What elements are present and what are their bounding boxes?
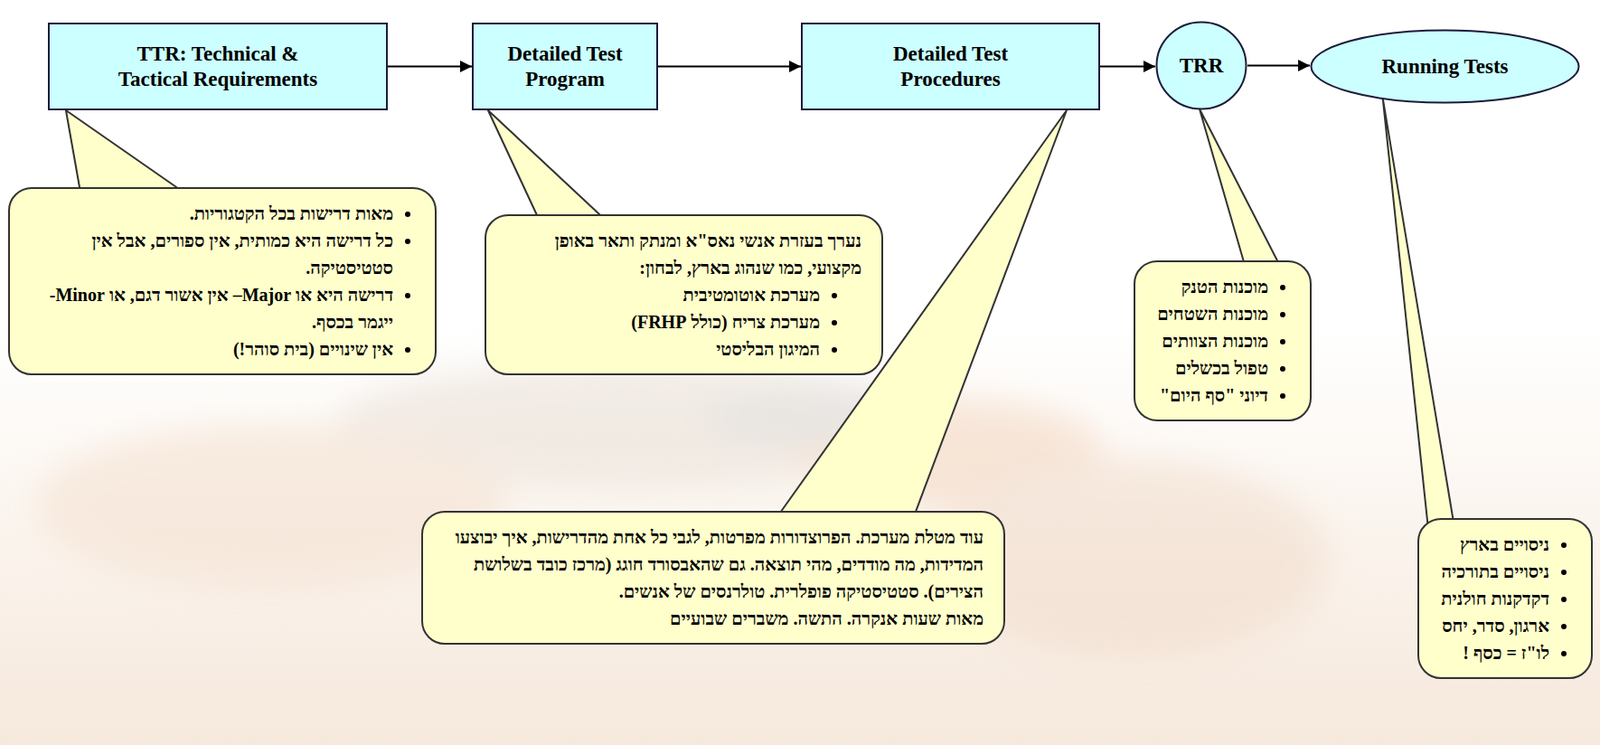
callout-text: מאות שעות אנקרה. התשה. משברים שבועיים	[442, 604, 984, 632]
box-label: Running Tests	[1382, 54, 1509, 80]
flow-arrow	[1247, 65, 1310, 67]
bullet-item: מערכת אוטומטיבית	[506, 281, 820, 309]
bullet-item: מערכת צריח (כולל FRHP)	[506, 308, 820, 336]
bullet-item: טפול בכשלים	[1155, 354, 1269, 382]
callout-text: עוד מטלת מערכת. הפרוצדורות מפרטות, לגבי …	[442, 523, 984, 605]
box-label: TTR: Technical & Tactical Requirements	[104, 41, 331, 92]
ellipse-shape	[1311, 30, 1580, 104]
callout-note: מוכנות הטנקמוכנות השטחיםמוכנות הצוותיםטפ…	[1133, 260, 1312, 422]
callout-note: מאות דרישות בכל הקטגוריות.כל דרישה היא כ…	[8, 187, 437, 376]
bullet-list: מערכת אוטומטיביתמערכת צריח (כולל FRHP)המ…	[506, 281, 862, 363]
bullet-item: מוכנות השטחים	[1155, 300, 1269, 328]
callout-note: עוד מטלת מערכת. הפרוצדורות מפרטות, לגבי …	[421, 510, 1006, 645]
box-label: Detailed Test Program	[492, 41, 638, 92]
bullet-item: מוכנות הטנק	[1155, 272, 1269, 301]
bullet-list: מאות דרישות בכל הקטגוריות.כל דרישה היא כ…	[29, 199, 415, 363]
callout-pointer	[1383, 98, 1455, 527]
bullet-item: המיגון הבליסטי	[506, 335, 820, 363]
process-box: Detailed Test Procedures	[800, 22, 1101, 111]
bullet-item: אין שינויים (בית סוהר!)	[29, 335, 394, 363]
bullet-list: מוכנות הטנקמוכנות השטחיםמוכנות הצוותיםטפ…	[1155, 272, 1290, 409]
process-box: Detailed Test Program	[471, 22, 659, 111]
box-label: Detailed Test Procedures	[874, 41, 1028, 92]
bullet-item: דרישה היא או Major– אין אשור דגם, או Min…	[29, 281, 394, 336]
milestone-ellipse: Running Tests	[1309, 28, 1581, 104]
flow-arrow	[658, 65, 801, 68]
ellipse-shape	[1157, 22, 1247, 110]
process-box: TTR: Technical & Tactical Requirements	[47, 22, 388, 111]
callout-note: ניסויים בארץניסויים בתורכיהדקדקנות חולני…	[1417, 517, 1593, 679]
callout-pointer	[1199, 108, 1282, 269]
bullet-item: ניסויים בתורכיה	[1439, 557, 1550, 585]
bullet-item: מאות דרישות בכל הקטגוריות.	[29, 199, 394, 227]
bullet-item: ארגון, סדר, יחס	[1439, 611, 1550, 640]
callout-pointer	[65, 110, 189, 196]
bullet-item: דקדקנות חולנית	[1439, 584, 1550, 612]
bullet-item: ניסויים בארץ	[1439, 530, 1550, 558]
callout-note: נערך בעזרת אנשי נאס"א ומנתק ותאר באופן מ…	[484, 214, 884, 376]
callout-pointer	[488, 110, 609, 223]
bullet-item: דיוני "סף היום"	[1155, 381, 1269, 409]
callout-text: נערך בעזרת אנשי נאס"א ומנתק ותאר באופן מ…	[506, 226, 862, 282]
bullet-item: כל דרישה היא כמותית, אין ספורים, אבל אין…	[29, 226, 394, 282]
flow-arrow	[1100, 65, 1156, 68]
flow-arrow	[387, 65, 472, 68]
milestone-circle: TRR	[1155, 20, 1248, 111]
box-label: TRR	[1179, 53, 1224, 79]
bullet-item: מוכנות הצוותים	[1155, 327, 1269, 355]
bullet-item: לו"ז = כסף !	[1439, 639, 1550, 667]
bullet-list: ניסויים בארץניסויים בתורכיהדקדקנות חולני…	[1439, 530, 1572, 667]
